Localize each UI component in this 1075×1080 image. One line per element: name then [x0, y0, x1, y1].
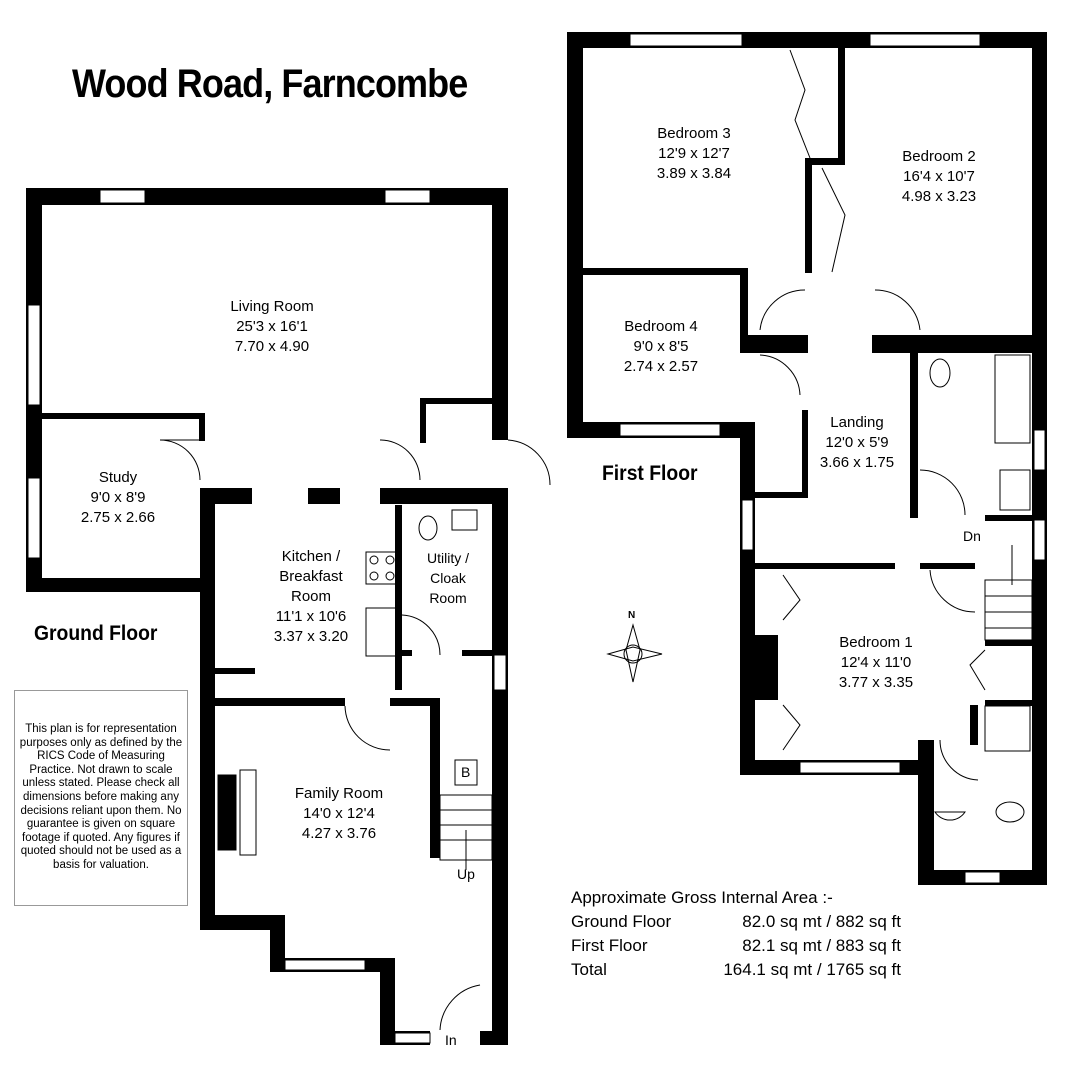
room-living: Living Room 25'3 x 16'1 7.70 x 4.90 [230, 297, 313, 357]
room-dimensions-metric: 4.98 x 3.23 [901, 188, 977, 205]
area-row: First Floor 82.1 sq mt / 883 sq ft [571, 934, 901, 958]
room-name: Cloak [430, 570, 466, 586]
page-title: Wood Road, Farncombe [72, 62, 468, 106]
room-dimensions-metric: 3.66 x 1.75 [819, 454, 895, 471]
room-family: Family Room 14'0 x 12'4 4.27 x 3.76 [295, 784, 383, 844]
room-name: Landing [830, 414, 884, 431]
area-row: Total 164.1 sq mt / 1765 sq ft [571, 958, 901, 982]
entrance-label: In [445, 1032, 457, 1048]
area-row-label: Ground Floor [571, 912, 672, 931]
first-floor-label: First Floor [602, 462, 698, 485]
room-bedroom-1: Bedroom 1 12'4 x 11'0 3.77 x 3.35 [839, 633, 913, 693]
stairs-down-label: Dn [963, 528, 981, 544]
ground-floor-label: Ground Floor [34, 622, 158, 645]
room-bedroom-2: Bedroom 2 16'4 x 10'7 4.98 x 3.23 [902, 147, 976, 207]
room-dimensions-imperial: 12'4 x 11'0 [840, 654, 912, 671]
area-row-value: 164.1 sq mt / 1765 sq ft [723, 960, 901, 979]
area-summary: Approximate Gross Internal Area :- Groun… [571, 886, 901, 982]
room-dimensions-metric: 3.37 x 3.20 [273, 628, 349, 645]
area-row-label: Total [571, 960, 607, 979]
room-utility: Utility / Cloak Room [427, 548, 469, 608]
first-floor-windows [619, 33, 1046, 884]
room-dimensions-metric: 3.89 x 3.84 [656, 165, 732, 182]
stairs-up-label: Up [457, 866, 475, 882]
room-name: Bedroom 4 [624, 318, 698, 335]
ground-floor-windows [27, 189, 507, 1044]
room-dimensions-imperial: 25'3 x 16'1 [236, 318, 308, 335]
area-row-value: 82.1 sq mt / 883 sq ft [742, 936, 901, 955]
room-dimensions-imperial: 12'0 x 5'9 [825, 434, 889, 451]
north-label: N [628, 610, 636, 621]
room-name: Family Room [294, 785, 384, 802]
room-name: Room [429, 590, 467, 606]
area-heading: Approximate Gross Internal Area :- [571, 888, 833, 907]
room-dimensions-imperial: 9'0 x 8'9 [90, 489, 146, 506]
room-name: Bedroom 3 [657, 125, 731, 142]
room-name: Utility / [427, 550, 469, 566]
room-name: Study [98, 469, 138, 486]
room-dimensions-metric: 2.75 x 2.66 [80, 509, 156, 526]
room-name: Bedroom 1 [839, 634, 913, 651]
room-dimensions-metric: 3.77 x 3.35 [838, 674, 914, 691]
room-dimensions-imperial: 12'9 x 12'7 [658, 145, 730, 162]
boiler-label: B [461, 764, 471, 780]
room-landing: Landing 12'0 x 5'9 3.66 x 1.75 [820, 413, 894, 473]
room-name: Living Room [230, 298, 314, 315]
room-study: Study 9'0 x 8'9 2.75 x 2.66 [81, 468, 155, 528]
room-name: Bedroom 2 [902, 148, 976, 165]
room-bedroom-3: Bedroom 3 12'9 x 12'7 3.89 x 3.84 [657, 124, 731, 184]
room-kitchen: Kitchen / Breakfast Room 11'1 x 10'6 3.3… [274, 547, 348, 647]
area-row-label: First Floor [571, 936, 648, 955]
room-dimensions-metric: 7.70 x 4.90 [234, 338, 310, 355]
room-dimensions-metric: 2.74 x 2.57 [623, 358, 699, 375]
ground-floor-walls [26, 188, 508, 1045]
room-dimensions-imperial: 16'4 x 10'7 [903, 168, 975, 185]
area-row: Ground Floor 82.0 sq mt / 882 sq ft [571, 910, 901, 934]
room-dimensions-imperial: 14'0 x 12'4 [303, 805, 375, 822]
room-name: Breakfast [279, 568, 343, 585]
room-name: Room [290, 588, 332, 605]
room-dimensions-metric: 4.27 x 3.76 [301, 825, 377, 842]
room-name: Kitchen / [281, 548, 341, 565]
room-dimensions-imperial: 9'0 x 8'5 [633, 338, 689, 355]
area-row-value: 82.0 sq mt / 882 sq ft [742, 912, 901, 931]
fixtures [159, 49, 1033, 1031]
disclaimer-box: This plan is for representation purposes… [14, 690, 188, 906]
compass-rose [606, 623, 663, 683]
room-bedroom-4: Bedroom 4 9'0 x 8'5 2.74 x 2.57 [624, 317, 698, 377]
room-dimensions-imperial: 11'1 x 10'6 [275, 608, 347, 625]
disclaimer-text: This plan is for representation purposes… [19, 723, 183, 871]
